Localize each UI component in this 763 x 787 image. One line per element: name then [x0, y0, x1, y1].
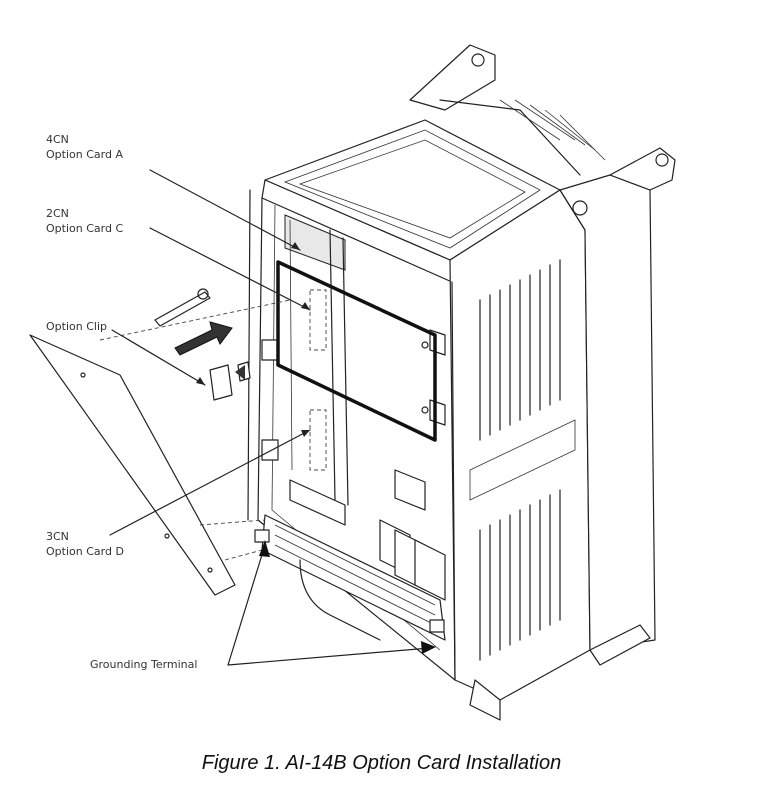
side-vents-upper [479, 259, 561, 441]
side-vents-lower [479, 489, 561, 661]
connector-3cn-outline [309, 409, 327, 471]
inverter-housing [247, 44, 676, 721]
label-3cn-name: Option Card D [46, 545, 124, 558]
connector-2cn-outline [309, 289, 327, 351]
label-2cn-code: 2CN [46, 207, 69, 220]
label-grounding-terminal: Grounding Terminal [90, 658, 197, 671]
label-2cn-name: Option Card C [46, 222, 123, 235]
leader-lines [109, 169, 436, 666]
inner-chassis [261, 214, 446, 506]
label-option-clip: Option Clip [46, 320, 107, 333]
label-3cn-code: 3CN [46, 530, 69, 543]
clip-arrow [235, 365, 245, 380]
label-4cn-code: 4CN [46, 133, 69, 146]
front-cover-panel [29, 334, 236, 596]
label-4cn-name: Option Card A [46, 148, 123, 161]
option-card-installed [276, 260, 437, 442]
control-terminal-board [254, 469, 446, 641]
insert-direction-arrow [174, 321, 233, 356]
figure-caption: Figure 1. AI-14B Option Card Installatio… [201, 752, 562, 774]
